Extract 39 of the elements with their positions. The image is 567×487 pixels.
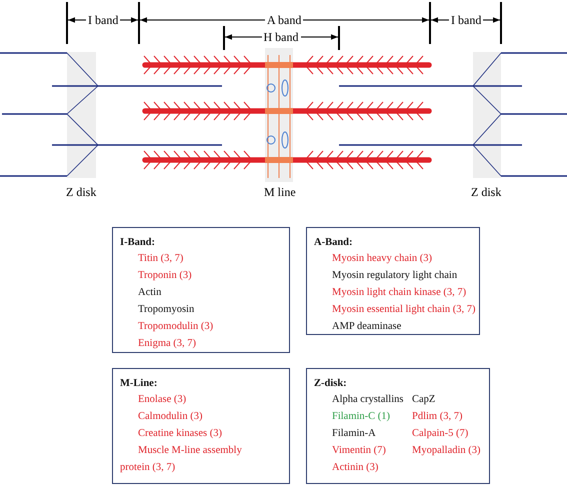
structure-label: Z disk <box>469 186 504 199</box>
protein-name: Actinin (3) <box>332 461 378 474</box>
protein-name: Enolase (3) <box>138 393 186 406</box>
structure-label: Z disk <box>64 186 98 199</box>
protein-name: Enigma (3, 7) <box>138 337 196 350</box>
protein-list-box <box>306 368 490 484</box>
box-heading: A-Band: <box>314 236 353 249</box>
band-label: A band <box>265 14 304 27</box>
band-label: I band <box>86 14 120 27</box>
protein-name: Filamin-C (1) <box>332 410 390 423</box>
band-label: I band <box>449 14 484 27</box>
structure-label: M line <box>262 186 298 199</box>
protein-name: Titin (3, 7) <box>138 252 184 265</box>
protein-name: CapZ <box>412 393 436 406</box>
box-heading: M-Line: <box>120 377 158 390</box>
protein-name: Myosin light chain kinase (3, 7) <box>332 286 466 299</box>
protein-name: Calmodulin (3) <box>138 410 202 423</box>
protein-name: Myopalladin (3) <box>412 444 481 457</box>
protein-name: Troponin (3) <box>138 269 192 282</box>
protein-name: Myosin regulatory light chain <box>332 269 458 282</box>
protein-name: Tropomyosin <box>138 303 194 316</box>
protein-name: Actin <box>138 286 162 299</box>
protein-name: Muscle M-line assembly protein (3, 7) <box>120 444 243 475</box>
protein-name: Alpha crystallins <box>332 393 404 406</box>
protein-name: Calpain-5 (7) <box>412 427 468 440</box>
protein-name: Filamin-A <box>332 427 376 440</box>
band-label: H band <box>262 31 300 44</box>
protein-name: Creatine kinases (3) <box>138 427 222 440</box>
protein-name: Vimentin (7) <box>332 444 386 457</box>
protein-list-box <box>112 227 290 353</box>
protein-name: Myosin heavy chain (3) <box>332 252 432 265</box>
protein-name: Tropomodulin (3) <box>138 320 214 333</box>
protein-name: AMP deaminase <box>332 320 402 333</box>
box-heading: Z-disk: <box>314 377 347 390</box>
box-heading: I-Band: <box>120 236 156 249</box>
protein-list-box <box>306 227 480 335</box>
protein-name: Myosin essential light chain (3, 7) <box>332 303 476 316</box>
protein-list-box <box>112 368 290 484</box>
protein-name: Pdlim (3, 7) <box>412 410 462 423</box>
